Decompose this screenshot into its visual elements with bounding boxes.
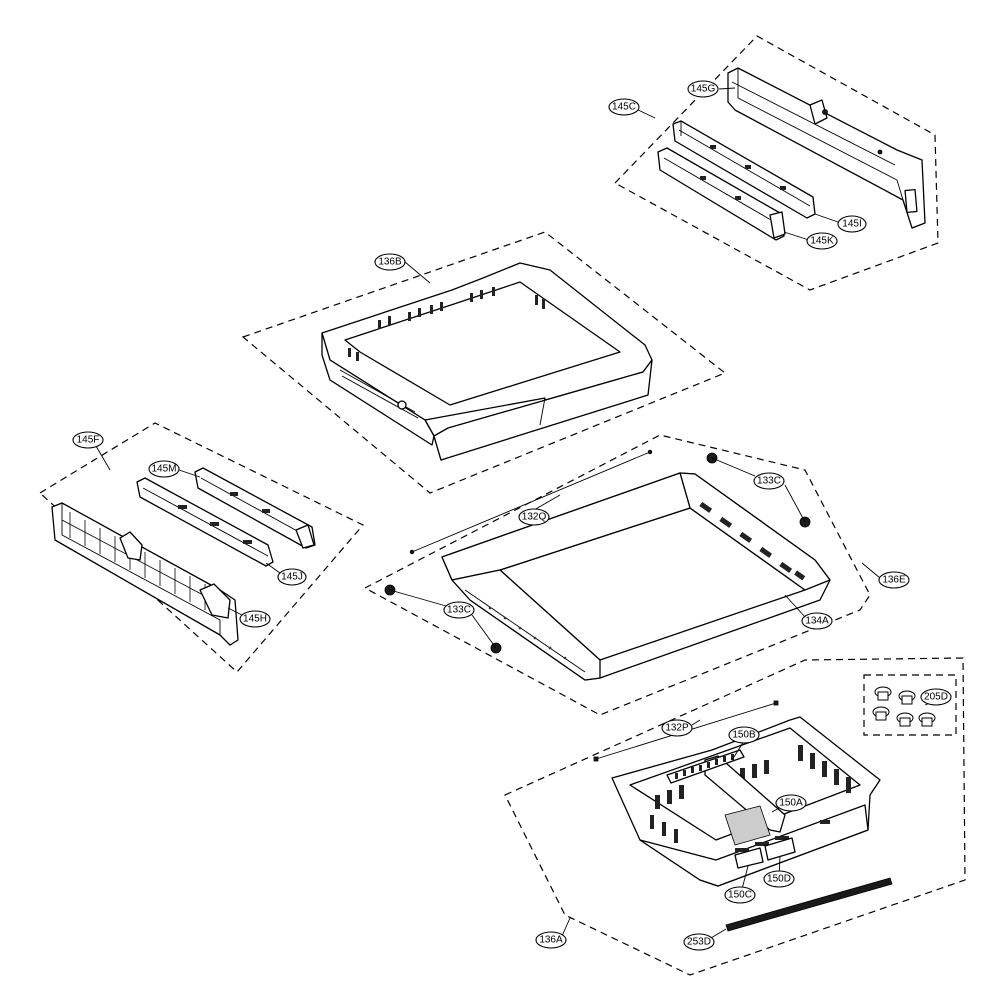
label-133c-bottom: 133C xyxy=(443,601,475,619)
svg-text:145J: 145J xyxy=(281,572,303,583)
label-145c: 145C xyxy=(608,98,640,116)
part-145h-side-panel xyxy=(51,502,239,646)
group-205d xyxy=(863,674,957,736)
svg-text:145M: 145M xyxy=(151,464,176,475)
label-145m: 145M xyxy=(148,460,180,478)
group-136a xyxy=(504,657,966,976)
label-253d: 253D xyxy=(683,933,715,951)
label-134a: 134A xyxy=(801,612,833,630)
label-136e: 136E xyxy=(878,571,910,589)
label-145k: 145K xyxy=(806,232,838,250)
part-150b-grill xyxy=(666,749,745,784)
svg-text:136A: 136A xyxy=(539,935,563,946)
part-150a-divider xyxy=(704,755,786,833)
svg-text:133C: 133C xyxy=(447,605,471,616)
part-136b-drawer xyxy=(321,262,653,461)
svg-text:145G: 145G xyxy=(691,84,716,95)
label-145f: 145F xyxy=(72,431,104,449)
svg-text:253D: 253D xyxy=(687,937,711,948)
label-132q: 132Q xyxy=(518,508,550,526)
svg-text:150A: 150A xyxy=(779,798,803,809)
label-145j: 145J xyxy=(277,568,307,586)
part-132q-wire xyxy=(409,449,653,555)
label-133c-top: 133C xyxy=(753,472,785,490)
svg-text:145F: 145F xyxy=(77,435,100,446)
svg-text:145C: 145C xyxy=(612,102,636,113)
part-145g-rail-bracket xyxy=(727,67,926,229)
svg-text:132Q: 132Q xyxy=(522,512,547,523)
part-145m-rail xyxy=(194,467,316,549)
part-205d-caps xyxy=(872,686,936,727)
svg-text:134A: 134A xyxy=(805,616,829,627)
part-145k-slide-rail xyxy=(657,147,786,241)
svg-text:132P: 132P xyxy=(665,723,689,734)
label-150d: 150D xyxy=(763,870,795,888)
label-145g: 145G xyxy=(687,80,719,98)
svg-text:136B: 136B xyxy=(378,257,402,268)
group-outline-145f xyxy=(39,422,364,673)
label-132p: 132P xyxy=(661,719,693,737)
group-145f xyxy=(39,422,364,673)
group-outline-205d xyxy=(863,674,957,736)
part-150c-cover xyxy=(734,847,764,869)
group-outline-145c xyxy=(614,35,939,291)
label-150b: 150B xyxy=(728,726,760,744)
group-outline-136b xyxy=(241,231,727,494)
svg-text:150B: 150B xyxy=(732,730,756,741)
label-145h: 145H xyxy=(239,610,271,628)
group-outline-136a xyxy=(504,657,966,976)
part-253d-seal xyxy=(725,877,893,932)
label-150c: 150C xyxy=(724,886,756,904)
part-136a-basket xyxy=(611,716,881,887)
svg-text:145H: 145H xyxy=(243,614,267,625)
label-136b: 136B xyxy=(374,253,406,271)
svg-text:150C: 150C xyxy=(728,890,752,901)
svg-text:133C: 133C xyxy=(757,476,781,487)
svg-text:136E: 136E xyxy=(882,575,906,586)
label-145i: 145I xyxy=(837,215,867,233)
svg-text:205D: 205D xyxy=(924,692,948,703)
label-150a: 150A xyxy=(775,794,807,812)
part-145j-rail xyxy=(136,477,274,567)
svg-text:150D: 150D xyxy=(767,874,791,885)
group-136e xyxy=(363,434,881,716)
group-136b xyxy=(241,231,727,494)
svg-text:145I: 145I xyxy=(842,219,861,230)
part-150d-cover xyxy=(764,837,796,861)
label-136a: 136A xyxy=(535,931,567,949)
svg-text:145K: 145K xyxy=(810,236,834,247)
group-145c xyxy=(614,35,939,291)
label-205d: 205D xyxy=(920,688,952,706)
